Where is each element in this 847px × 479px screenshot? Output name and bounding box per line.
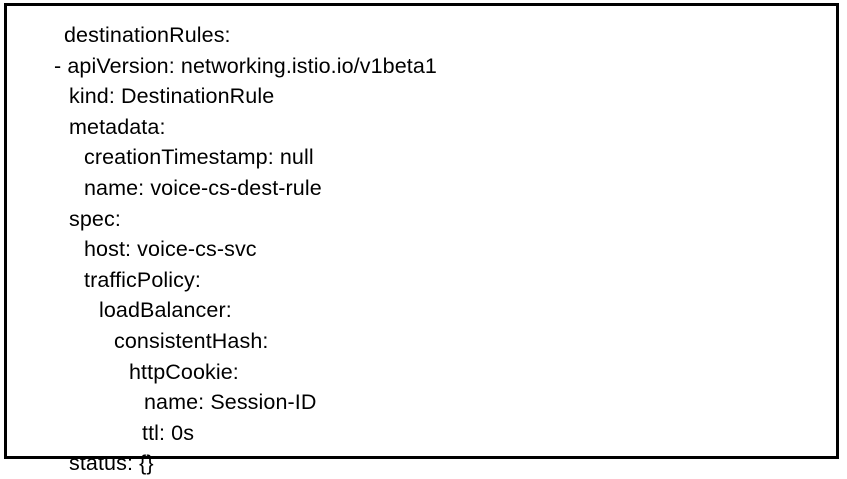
yaml-line: metadata:: [54, 112, 830, 143]
yaml-line: creationTimestamp: null: [54, 142, 830, 173]
yaml-line-text: ttl: 0s: [142, 420, 195, 445]
yaml-line-text: - apiVersion: networking.istio.io/v1beta…: [54, 53, 437, 78]
yaml-line: kind: DestinationRule: [54, 81, 830, 112]
yaml-line: destinationRules:: [54, 20, 830, 51]
code-block-frame: destinationRules: - apiVersion: networkin…: [4, 3, 839, 475]
yaml-line: spec:: [54, 204, 830, 235]
yaml-line-text: consistentHash:: [114, 328, 269, 353]
yaml-line-text: status: {}: [69, 451, 154, 476]
yaml-line-text: loadBalancer:: [99, 298, 232, 323]
yaml-line-text: httpCookie:: [129, 359, 239, 384]
yaml-line-text: name: voice-cs-dest-rule: [84, 175, 322, 200]
yaml-line-text: metadata:: [69, 114, 166, 139]
yaml-line: trafficPolicy:: [54, 265, 830, 296]
yaml-line: name: Session-ID: [54, 387, 830, 418]
yaml-line: loadBalancer:: [54, 295, 830, 326]
yaml-line-text: name: Session-ID: [144, 390, 317, 415]
yaml-line: name: voice-cs-dest-rule: [54, 173, 830, 204]
yaml-line: ttl: 0s: [54, 418, 830, 449]
yaml-line: httpCookie:: [54, 357, 830, 388]
yaml-line-text: trafficPolicy:: [84, 267, 201, 292]
yaml-line: consistentHash:: [54, 326, 830, 357]
yaml-line: status: {}: [54, 448, 830, 479]
yaml-line-text: creationTimestamp: null: [84, 145, 314, 170]
yaml-line-text: kind: DestinationRule: [69, 84, 275, 109]
yaml-code-content: destinationRules: - apiVersion: networkin…: [54, 20, 830, 479]
yaml-line-text: spec:: [69, 206, 121, 231]
yaml-line: host: voice-cs-svc: [54, 234, 830, 265]
yaml-line-text: host: voice-cs-svc: [84, 237, 257, 262]
yaml-line: - apiVersion: networking.istio.io/v1beta…: [54, 51, 830, 82]
yaml-line-text: destinationRules:: [64, 23, 231, 47]
